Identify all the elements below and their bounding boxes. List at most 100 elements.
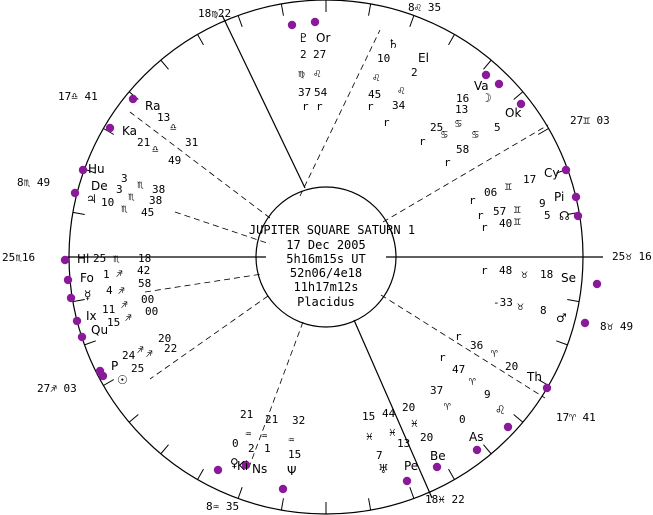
node-retro: r [481,221,488,234]
th-minute: 36 [470,339,483,352]
uranus-glyph: ♅ [378,462,389,476]
hl-label: Hl [77,252,89,266]
cy-retro: r [469,194,476,207]
de-sign: ♏ [128,190,135,203]
th-retro: r [455,330,462,343]
fo-minute: 42 [137,264,150,277]
planet-dot [516,99,526,109]
cusp-label-10: 18♍22 [198,7,231,20]
planet-dot [472,445,482,455]
de-label: De [91,179,108,193]
planet-dot [77,332,87,342]
be-label: Be [430,449,446,463]
as-degree: 0 [459,413,466,426]
as-minute: 37 [430,384,443,397]
rim-tick [409,487,415,499]
ki-degree: 2 [248,442,255,455]
planet-dot [98,371,108,381]
planet-dot [72,316,82,326]
cusp-label-12: 8♏ 49 [17,176,50,189]
saturn-sign: ♌ [373,71,380,84]
cusp-label-7: 25♉ 16 [612,250,652,263]
pi-minute: 57 [493,205,506,218]
se-sign: ♉ [521,268,528,281]
mars-glyph: ♂ [556,311,567,325]
se-retro: r [481,264,488,277]
pi-retro: r [477,209,484,222]
pluto-glyph: ♇ [298,31,309,45]
cusp-label-8: 27♊ 03 [570,114,610,127]
hl-degree: 25 [93,252,106,265]
ki-minute: 21 [240,408,253,421]
pi-degree: 9 [539,197,546,210]
moon-degree: 25 [430,121,443,134]
rim-tick [409,15,415,27]
saturn-degree: 10 [377,52,390,65]
lu-degree: 9 [484,388,491,401]
be-degree: 13 [397,437,410,450]
cusp-label-6: 8♉ 49 [600,320,633,333]
pluto2-degree: 24 [122,349,136,362]
mercury-minute: 58 [138,277,151,290]
ns-minute: 21 [265,413,278,426]
rim-tick [280,498,284,511]
planet-dot [78,165,88,175]
ok-sign: ♋ [472,128,479,141]
ok-label: Ok [505,106,521,120]
de-degree: 3 [116,183,123,196]
jupiter-sign: ♏ [121,202,128,215]
pi-sign: ♊ [514,203,521,216]
ix-label: Ix [86,309,97,323]
cusp-label-5: 17♈ 41 [556,411,596,424]
va-degree: 16 [456,92,469,105]
rim-tick [513,91,524,100]
hu-sign: ♏ [137,178,144,191]
rim-tick [197,34,204,46]
planet-dot [66,293,76,303]
planet-dot [241,460,251,470]
neptune-sign: ♒ [288,433,295,446]
rim-tick [567,299,580,303]
se-label: Se [561,271,576,285]
pluto-minute: 37 [298,86,311,99]
or-minute: 54 [314,86,328,99]
mercury-degree: 4 [106,284,113,297]
cusp-label-4: 18♓ 22 [425,493,465,506]
angle-line [221,14,306,189]
dashed-cusp-line [174,211,271,245]
saturn-minute: 45 [368,88,381,101]
fo-label: Fo [80,271,94,285]
pe-sign: ♓ [366,430,373,443]
hu-degree: 3 [121,172,128,185]
va-retro: r [444,156,451,169]
ki-sign: ♒ [245,427,252,440]
ur-sign: ♓ [389,426,396,439]
ix-sign: ♐ [121,298,128,311]
th-label: Th [526,370,542,384]
cusp-label-1: 25♏16 [2,251,35,264]
rim-tick [128,414,139,423]
ki-label: Ki [237,459,248,473]
rim-tick [368,498,372,511]
or-retro: r [316,100,323,113]
rim-tick [448,34,455,46]
mercury-glyph: ☿ [84,288,91,302]
be-sign: ♓ [411,417,418,430]
rim-tick [537,128,549,135]
jupiter-minute: 45 [141,206,154,219]
venus-glyph: ♀ [230,456,239,470]
th-sign: ♈ [491,347,498,360]
el-retro: r [383,116,390,129]
rim-tick [160,444,169,455]
el-minute: 34 [392,99,406,112]
moon-retro: r [419,135,426,148]
house-system: Placidus [297,295,355,309]
rim-tick [72,299,85,303]
ka-minute: 49 [168,154,181,167]
as-sign: ♈ [444,400,451,413]
planet-dot [213,465,223,475]
moon-minute: 58 [456,143,469,156]
va-sign: ♋ [455,117,462,130]
chart-location: 52n06/4e18 [290,266,362,280]
